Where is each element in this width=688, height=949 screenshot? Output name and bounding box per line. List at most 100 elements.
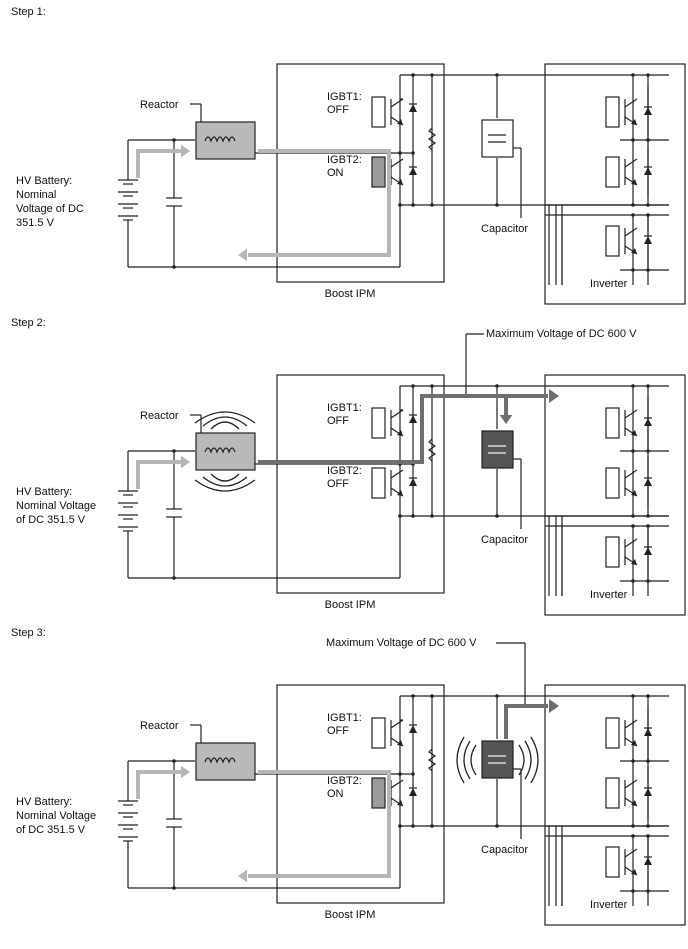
junction-dot bbox=[172, 265, 176, 269]
junction-dot bbox=[495, 384, 499, 388]
battery-label: HV Battery: bbox=[16, 175, 72, 187]
diode-symbol bbox=[409, 478, 417, 486]
junction-dot bbox=[646, 449, 650, 453]
inverter-label: Inverter bbox=[590, 278, 628, 290]
emitter-arrow bbox=[397, 490, 403, 496]
capacitor-wave-left bbox=[456, 736, 465, 784]
reactor-wave-bottom bbox=[210, 473, 240, 482]
igbt-gate bbox=[605, 407, 620, 439]
igbt-gate bbox=[371, 777, 386, 809]
junction-dot bbox=[631, 759, 635, 763]
flow-arrowhead bbox=[549, 699, 559, 713]
reactor-body bbox=[195, 432, 256, 471]
igbt1-label: OFF bbox=[327, 415, 349, 427]
current-flow-battery bbox=[136, 770, 182, 799]
step-title: Step 2: bbox=[11, 317, 46, 329]
junction-dot bbox=[631, 449, 635, 453]
junction-dot bbox=[646, 384, 650, 388]
resistor bbox=[427, 748, 437, 772]
capacitor-label: Capacitor bbox=[481, 534, 528, 546]
junction-dot bbox=[430, 73, 434, 77]
junction-dot bbox=[631, 514, 635, 518]
junction-dot bbox=[631, 834, 635, 838]
junction-dot bbox=[631, 138, 635, 142]
emitter-arrow bbox=[397, 119, 403, 125]
junction-dot bbox=[430, 384, 434, 388]
junction-dot bbox=[631, 384, 635, 388]
junction-dot bbox=[646, 834, 650, 838]
flow-arrowhead bbox=[549, 389, 559, 403]
flow-arrowhead bbox=[181, 765, 190, 779]
diode-symbol bbox=[409, 725, 417, 733]
emitter-arrow bbox=[397, 800, 403, 806]
igbt-gate bbox=[605, 777, 620, 809]
capacitor-body bbox=[481, 740, 514, 779]
reactor-label: Reactor bbox=[140, 99, 179, 111]
reactor-coil bbox=[204, 757, 236, 764]
current-flow-capacitor-supply bbox=[504, 704, 548, 739]
junction-dot bbox=[411, 203, 415, 207]
junction-dot bbox=[646, 824, 650, 828]
junction-dot bbox=[430, 203, 434, 207]
inverter-box bbox=[544, 374, 686, 616]
current-flow-battery bbox=[136, 149, 182, 178]
junction-dot bbox=[430, 694, 434, 698]
capacitor-wave-right bbox=[518, 744, 525, 776]
reactor-wave-bottom bbox=[194, 479, 256, 492]
junction-dot bbox=[631, 73, 635, 77]
junction-dot bbox=[631, 524, 635, 528]
current-flow-return bbox=[248, 770, 391, 878]
igbt-gate bbox=[371, 96, 386, 128]
igbt2-label: IGBT2: bbox=[327, 154, 362, 166]
diode-symbol bbox=[409, 167, 417, 175]
junction-dot bbox=[646, 213, 650, 217]
resistor bbox=[427, 127, 437, 151]
reactor-wave-top bbox=[194, 411, 256, 424]
current-flow-battery bbox=[136, 460, 182, 489]
junction-dot bbox=[495, 694, 499, 698]
igbt-gate bbox=[371, 407, 386, 439]
capacitor-label: Capacitor bbox=[481, 223, 528, 235]
flow-arrowhead bbox=[238, 869, 247, 883]
battery-label: Nominal Voltage bbox=[16, 500, 96, 512]
emitter-arrow bbox=[397, 179, 403, 185]
max-voltage-label: Maximum Voltage of DC 600 V bbox=[486, 328, 637, 340]
junction-dot bbox=[411, 73, 415, 77]
igbt1-label: OFF bbox=[327, 725, 349, 737]
diode-symbol bbox=[409, 104, 417, 112]
junction-dot bbox=[430, 824, 434, 828]
junction-dot bbox=[411, 514, 415, 518]
junction-dot bbox=[646, 524, 650, 528]
igbt-gate bbox=[371, 156, 386, 188]
reactor-coil bbox=[204, 136, 236, 143]
inverter-box bbox=[544, 684, 686, 926]
current-flow-return bbox=[248, 149, 391, 257]
step-title: Step 1: bbox=[11, 6, 46, 18]
igbt-gate bbox=[605, 536, 620, 568]
junction-dot bbox=[646, 759, 650, 763]
flow-arrowhead bbox=[181, 144, 190, 158]
capacitor-body bbox=[481, 430, 514, 469]
junction-dot bbox=[646, 73, 650, 77]
battery-label: HV Battery: bbox=[16, 486, 72, 498]
junction-dot bbox=[631, 824, 635, 828]
flow-arrowhead bbox=[238, 248, 247, 262]
junction-dot bbox=[646, 268, 650, 272]
capacitor-wave-right bbox=[530, 736, 539, 784]
junction-dot bbox=[646, 138, 650, 142]
battery-label: Nominal Voltage bbox=[16, 810, 96, 822]
junction-dot bbox=[631, 889, 635, 893]
battery-label: Voltage of DC bbox=[16, 203, 84, 215]
igbt-gate bbox=[605, 225, 620, 257]
igbt1-label: IGBT1: bbox=[327, 402, 362, 414]
step-title: Step 3: bbox=[11, 627, 46, 639]
junction-dot bbox=[495, 514, 499, 518]
capacitor-wave-right bbox=[524, 740, 532, 780]
igbt2-label: ON bbox=[327, 788, 344, 800]
igbt1-label: IGBT1: bbox=[327, 712, 362, 724]
junction-dot bbox=[411, 824, 415, 828]
reactor-wave-bottom bbox=[202, 476, 248, 487]
junction-dot bbox=[398, 203, 402, 207]
reactor-wave-top bbox=[202, 416, 248, 427]
